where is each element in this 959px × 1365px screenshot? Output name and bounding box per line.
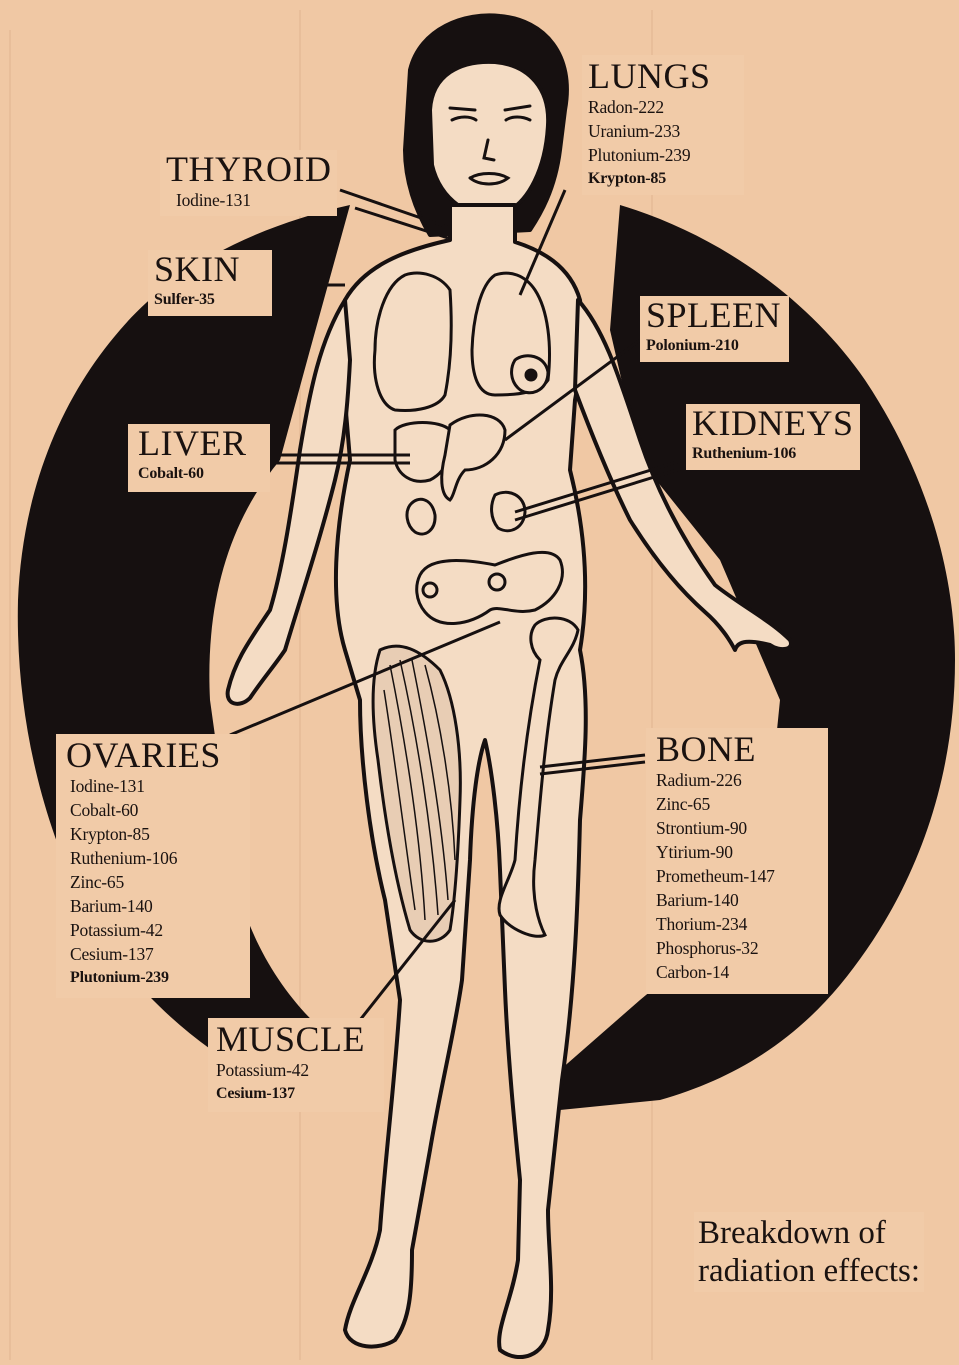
isotope-item: Cobalt-60 — [138, 462, 260, 486]
isotope-item: Sulfer-35 — [154, 288, 264, 312]
bone-isotope-list: Radium-226 Zinc-65 Strontium-90 Ytirium-… — [656, 768, 812, 984]
muscle-isotope-list: Potassium-42 Cesium-137 — [216, 1058, 376, 1106]
isotope-item: Iodine-131 — [70, 774, 238, 798]
label-kidneys: KIDNEYS Ruthenium-106 — [686, 404, 860, 470]
label-lungs: LUNGS Radon-222 Uranium-233 Plutonium-23… — [582, 55, 744, 195]
kidneys-heading: KIDNEYS — [692, 404, 854, 442]
label-skin: SKIN Sulfer-35 — [148, 250, 272, 316]
liver-heading: LIVER — [138, 424, 260, 462]
label-bone: BONE Radium-226 Zinc-65 Strontium-90 Yti… — [646, 728, 828, 994]
muscle-heading: MUSCLE — [216, 1020, 376, 1058]
caption-line-2: radiation effects: — [698, 1252, 920, 1290]
isotope-item: Thorium-234 — [656, 912, 812, 936]
isotope-item: Cesium-137 — [70, 942, 238, 966]
label-muscle: MUSCLE Potassium-42 Cesium-137 — [208, 1018, 384, 1112]
isotope-item: Cesium-137 — [216, 1082, 376, 1106]
isotope-item: Polonium-210 — [646, 334, 781, 358]
isotope-item: Phosphorus-32 — [656, 936, 812, 960]
isotope-item: Barium-140 — [70, 894, 238, 918]
isotope-item: Plutonium-239 — [70, 966, 238, 990]
isotope-item: Zinc-65 — [656, 792, 812, 816]
ovaries-isotope-list: Iodine-131 Cobalt-60 Krypton-85 Rutheniu… — [66, 774, 238, 990]
isotope-item: Krypton-85 — [70, 822, 238, 846]
kidneys-isotope-list: Ruthenium-106 — [692, 442, 854, 466]
isotope-item: Ytirium-90 — [656, 840, 812, 864]
liver-isotope-list: Cobalt-60 — [138, 462, 260, 486]
isotope-item: Strontium-90 — [656, 816, 812, 840]
isotope-item: Zinc-65 — [70, 870, 238, 894]
label-liver: LIVER Cobalt-60 — [128, 424, 270, 492]
isotope-item: Barium-140 — [656, 888, 812, 912]
bone-heading: BONE — [656, 730, 812, 768]
isotope-item: Carbon-14 — [656, 960, 812, 984]
label-spleen: SPLEEN Polonium-210 — [640, 296, 789, 362]
isotope-item: Radon-222 — [588, 95, 738, 119]
skin-heading: SKIN — [154, 250, 264, 288]
isotope-item: Prometheum-147 — [656, 864, 812, 888]
thyroid-heading: THYROID — [166, 150, 331, 188]
label-thyroid: THYROID Iodine-131 — [160, 150, 337, 216]
isotope-item: Krypton-85 — [588, 167, 738, 191]
isotope-item: Ruthenium-106 — [692, 442, 854, 466]
left-lung-shape — [374, 273, 451, 410]
isotope-item: Radium-226 — [656, 768, 812, 792]
isotope-item: Iodine-131 — [176, 188, 331, 212]
isotope-item: Cobalt-60 — [70, 798, 238, 822]
left-kidney-shape — [407, 499, 435, 534]
lungs-heading: LUNGS — [588, 57, 738, 95]
label-ovaries: OVARIES Iodine-131 Cobalt-60 Krypton-85 … — [56, 734, 250, 998]
ovaries-heading: OVARIES — [66, 736, 238, 774]
spleen-isotope-list: Polonium-210 — [646, 334, 781, 358]
isotope-item: Ruthenium-106 — [70, 846, 238, 870]
skin-isotope-list: Sulfer-35 — [154, 288, 264, 312]
isotope-item: Potassium-42 — [70, 918, 238, 942]
isotope-item: Plutonium-239 — [588, 143, 738, 167]
caption: Breakdown of radiation effects: — [694, 1212, 924, 1292]
thyroid-isotope-list: Iodine-131 — [166, 188, 331, 212]
lungs-isotope-list: Radon-222 Uranium-233 Plutonium-239 Kryp… — [588, 95, 738, 191]
isotope-item: Uranium-233 — [588, 119, 738, 143]
isotope-item: Potassium-42 — [216, 1058, 376, 1082]
spleen-heading: SPLEEN — [646, 296, 781, 334]
caption-line-1: Breakdown of — [698, 1214, 920, 1252]
